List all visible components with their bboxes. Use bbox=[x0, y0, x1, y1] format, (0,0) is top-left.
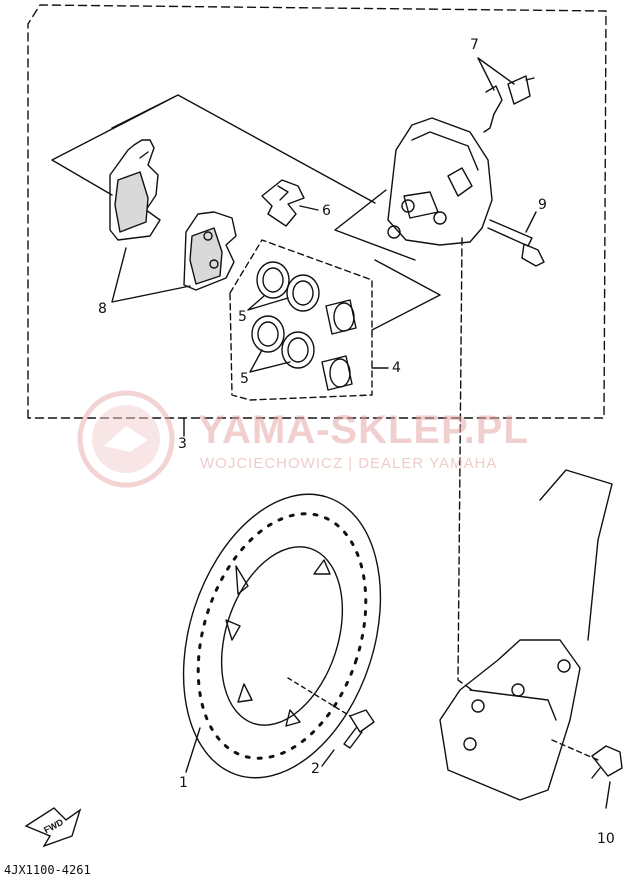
brake-pad-left bbox=[109, 139, 161, 241]
caliper-body bbox=[387, 117, 493, 246]
caliper-leader-lines bbox=[334, 189, 441, 331]
front-fork bbox=[439, 469, 613, 801]
callout-8: 8 bbox=[98, 301, 107, 317]
leader-6 bbox=[299, 205, 319, 211]
watermark-logo bbox=[77, 390, 175, 488]
leader-9 bbox=[525, 211, 537, 233]
fork-bolt bbox=[551, 739, 623, 779]
callout-3: 3 bbox=[178, 436, 187, 452]
leader-7 bbox=[477, 57, 515, 91]
watermark-title: YAMA-SKLEP.PL bbox=[198, 408, 529, 452]
callout-9: 9 bbox=[538, 197, 547, 213]
bleed-screw bbox=[483, 75, 535, 133]
fwd-arrow: FWD bbox=[24, 807, 82, 848]
callout-5b: 5 bbox=[240, 371, 249, 387]
leader-1 bbox=[185, 727, 201, 773]
callout-1: 1 bbox=[179, 775, 188, 791]
pad-leader-lines bbox=[51, 94, 376, 204]
leader-8 bbox=[111, 247, 191, 303]
callout-2: 2 bbox=[311, 761, 320, 777]
reference-code: 4JX1100-4261 bbox=[4, 863, 91, 877]
caliper-to-fork-leader bbox=[457, 237, 473, 691]
disc-bolt bbox=[287, 677, 375, 749]
brake-pad-right bbox=[183, 211, 237, 291]
callout-6: 6 bbox=[322, 203, 331, 219]
brake-disc bbox=[182, 493, 382, 779]
caliper-assembly-boundary bbox=[27, 4, 607, 419]
leader-5a bbox=[247, 295, 289, 311]
callout-7: 7 bbox=[470, 37, 479, 53]
piston-seals bbox=[251, 261, 320, 369]
pad-spring bbox=[261, 179, 305, 227]
callout-4: 4 bbox=[392, 360, 401, 376]
caliper-pistons bbox=[321, 299, 357, 391]
callout-10: 10 bbox=[597, 831, 615, 847]
caliper-bolt bbox=[487, 219, 545, 267]
leader-2 bbox=[321, 749, 335, 767]
seal-kit-boundary bbox=[229, 239, 373, 401]
leader-10 bbox=[605, 781, 611, 809]
callout-5a: 5 bbox=[238, 309, 247, 325]
leader-5b bbox=[249, 349, 291, 373]
watermark-subtitle: WOJCIECHOWICZ | DEALER YAMAHA bbox=[200, 455, 498, 472]
